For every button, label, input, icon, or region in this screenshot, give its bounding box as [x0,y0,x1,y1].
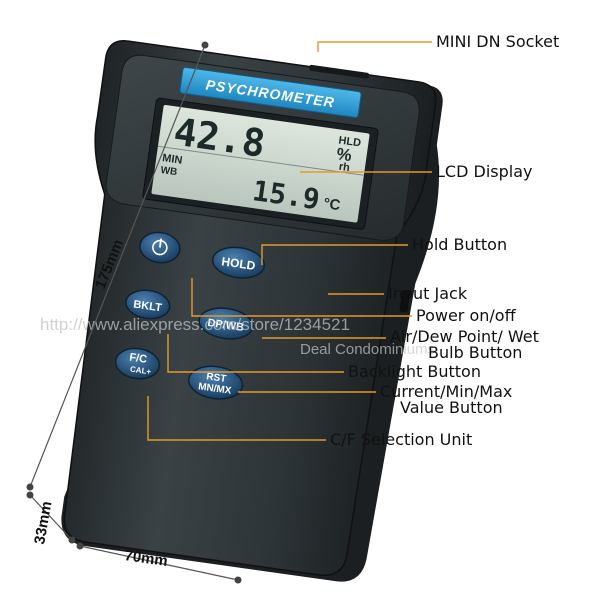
rst-button-label-bottom: MN/MX [197,381,232,397]
callout-input-jack: Input Jack [388,284,468,303]
lcd-main-unit: % [335,144,353,165]
lcd-hold-indicator: HLD [338,134,362,149]
dimension-depth-label: 33mm [31,500,55,546]
callout-power: Power on/off [416,306,517,325]
dp-wb-button-label: DP/WB [207,317,245,334]
fc-button-label-bottom: CAL+ [129,365,151,377]
watermark-line-1: http://www.aliexpress.com/store/1234521 [40,315,350,334]
rst-button-label-top: RST [206,371,227,385]
dimension-width-label: 70mm [123,547,168,570]
psychrometer-device: PSYCHROMETER 42.8 HLD % rh MIN WB 15.9 °… [61,40,443,582]
callout-current-line-2: Value Button [400,398,503,417]
fc-button-label-top: F/C [129,351,148,365]
fc-button[interactable]: F/C CAL+ [114,346,162,382]
mini-dn-socket [309,64,369,79]
callout-air-dew-line-2: Bulb Button [428,343,522,362]
backlight-button-label: BKLT [133,298,163,314]
callout-air-dew-line-1: Air/Dew Point/ Wet [390,327,539,346]
watermark-line-2: Deal Condominiums [300,341,435,358]
backlight-button[interactable]: BKLT [124,287,171,321]
callout-lcd-display: LCD Display [436,162,532,181]
lcd-min-indicator: MIN [162,152,184,167]
callout-cf-selection: C/F Selection Unit [330,430,472,449]
callout-hold-button: Hold Button [412,235,507,254]
callout-mini-dn-socket: MINI DN Socket [436,32,559,51]
lcd-wb-indicator: WB [160,165,178,178]
leader-lines [147,41,432,441]
lcd-screen [151,104,370,223]
input-jack [399,289,411,313]
hold-button[interactable]: HOLD [211,244,267,281]
rst-button[interactable]: RST MN/MX [187,363,245,402]
brand-label-plate [179,66,362,118]
lcd-secondary-unit: °C [322,195,341,214]
callout-backlight-button: Backlight Button [348,362,481,381]
callout-current-line-1: Current/Min/Max [380,382,512,401]
dimension-width: 70mm [76,542,242,584]
hold-button-label: HOLD [221,254,257,273]
power-button[interactable] [138,230,182,265]
lcd-main-subunit: rh [338,161,351,174]
